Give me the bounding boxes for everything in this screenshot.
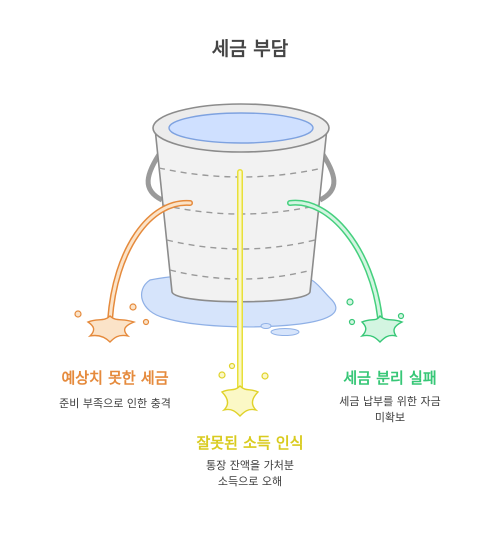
label-wrong-income-perception: 잘못된 소득 인식	[196, 434, 304, 452]
yellow-splash	[220, 385, 260, 417]
water-drop-puddle-small	[260, 323, 272, 329]
desc-unexpected-tax: 준비 부족으로 인한 충격	[59, 397, 171, 410]
orange-splash	[86, 315, 137, 343]
desc-line: 소득으로 오해	[217, 475, 283, 488]
diagram-title: 세금 부담	[211, 38, 289, 60]
desc-tax-separation-failure: 세금 납부를 위한 자금 미확보	[305, 394, 475, 426]
water-drop-puddle	[270, 328, 300, 336]
desc-line: 미확보	[374, 411, 406, 424]
desc-line: 통장 잔액을 가처분	[206, 459, 294, 472]
bucket-water	[168, 112, 314, 144]
desc-line: 세금 납부를 위한 자금	[339, 395, 441, 408]
yellow-droplet	[218, 371, 226, 379]
desc-wrong-income-perception: 통장 잔액을 가처분 소득으로 오해	[170, 458, 330, 490]
green-splash	[359, 314, 404, 343]
label-unexpected-tax: 예상치 못한 세금	[61, 369, 169, 387]
label-tax-separation-failure: 세금 분리 실패	[343, 369, 437, 387]
orange-droplet	[74, 310, 82, 318]
green-droplet	[346, 298, 354, 306]
